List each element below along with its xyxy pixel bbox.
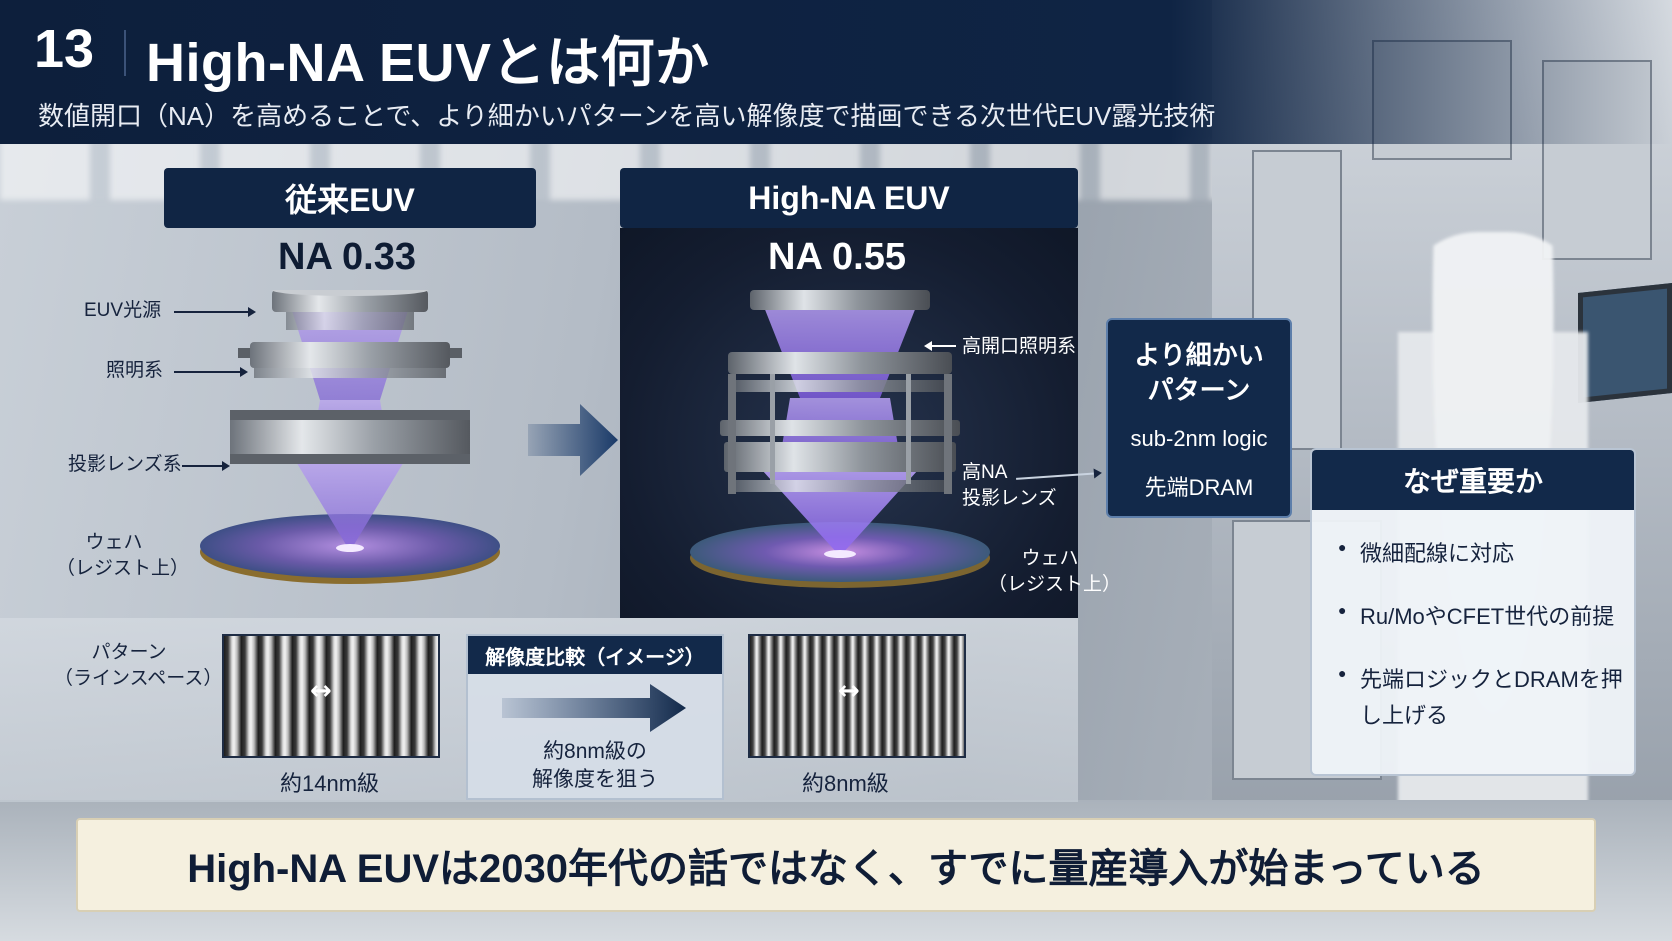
- pointer-illumination: [174, 367, 248, 377]
- why-item: 微細配線に対応: [1338, 536, 1628, 571]
- high-na-value: NA 0.55: [768, 236, 906, 278]
- conventional-optics-illustration: [200, 290, 500, 584]
- why-item: 先端ロジックとDRAMを押し上げる: [1338, 662, 1628, 732]
- monitor-background: [1578, 283, 1672, 403]
- why-important-box: なぜ重要か 微細配線に対応 Ru/MoやCFET世代の前提 先端ロジックとDRA…: [1310, 448, 1636, 776]
- transition-arrow-icon: [528, 404, 618, 476]
- result-title: より細かい パターン: [1134, 340, 1264, 406]
- resolution-compare-box: 解像度比較（イメージ） 約8nm級の 解像度を狙う: [466, 634, 724, 800]
- slide-number: 13: [34, 19, 95, 79]
- high-na-pattern-caption: 約8nm級: [802, 771, 889, 796]
- resolution-arrow-icon: [502, 684, 686, 732]
- pointer-projection-lens: [182, 461, 230, 471]
- result-logic: sub-2nm logic: [1130, 426, 1268, 451]
- resolution-compare-text: 約8nm級の 解像度を狙う: [532, 740, 658, 792]
- why-important-heading: なぜ重要か: [1312, 450, 1634, 510]
- conventional-line-space-pattern: ↔: [222, 634, 440, 758]
- label-high-na-projection: 高NA 投影レンズ: [962, 462, 1057, 509]
- conclusion-text: High-NA EUVは2030年代の話ではなく、すでに量産導入が始まっている: [187, 847, 1485, 891]
- dimension-arrow-icon: ↔: [838, 676, 860, 706]
- why-item: Ru/MoやCFET世代の前提: [1338, 599, 1628, 634]
- pattern-row-label: パターン （ラインスペース）: [54, 642, 223, 689]
- label-high-na-illumination: 高開口照明系: [962, 336, 1077, 357]
- pointer-euv-light-source: [174, 307, 256, 317]
- conclusion-banner: High-NA EUVは2030年代の話ではなく、すでに量産導入が始まっている: [76, 818, 1596, 912]
- conventional-euv-heading: 従来EUV: [164, 168, 536, 228]
- resolution-compare-heading: 解像度比較（イメージ）: [468, 636, 722, 674]
- conventional-na-value: NA 0.33: [278, 236, 416, 278]
- slide-title: High-NA EUVとは何か: [146, 33, 710, 93]
- label-illumination: 照明系: [106, 360, 164, 381]
- pointer-high-na-illumination: [926, 345, 956, 347]
- conventional-pattern-caption: 約14nm級: [280, 771, 380, 796]
- label-euv-light-source: EUV光源: [84, 300, 162, 321]
- high-na-line-space-pattern: ↔: [748, 634, 966, 758]
- label-high-na-wafer: ウェハ （レジスト上）: [988, 548, 1122, 595]
- high-na-optics-illustration: [690, 290, 990, 588]
- result-dram: 先端DRAM: [1144, 475, 1254, 500]
- label-projection-lens: 投影レンズ系: [68, 454, 182, 475]
- slide-header: 13 High-NA EUVとは何か 数値開口（NA）を高めることで、より細かい…: [0, 0, 1672, 144]
- high-na-euv-heading: High-NA EUV: [620, 168, 1078, 228]
- title-divider: [124, 30, 126, 76]
- finer-pattern-result-box: より細かい パターン sub-2nm logic 先端DRAM: [1106, 318, 1292, 518]
- dimension-arrow-icon: ↔: [310, 676, 332, 706]
- slide-subtitle: 数値開口（NA）を高めることで、より細かいパターンを高い解像度で描画できる次世代…: [38, 101, 1216, 131]
- why-important-list: 微細配線に対応 Ru/MoやCFET世代の前提 先端ロジックとDRAMを押し上げ…: [1338, 536, 1628, 761]
- label-wafer: ウェハ （レジスト上）: [56, 532, 190, 579]
